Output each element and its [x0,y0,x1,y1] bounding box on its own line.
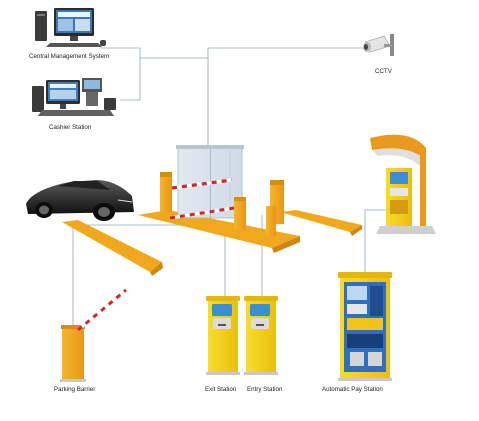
label-exit-station: Exit Station [205,386,237,393]
exit-station-icon [206,296,240,375]
computer-icon [35,8,106,47]
parking-barrier-device [60,288,127,382]
entry-station-icon [244,296,278,375]
island-platforms [62,210,362,276]
label-cashier-station: Cashier Station [49,124,92,131]
connector-line [100,47,209,148]
label-central-management-system: Central Management System [29,53,110,60]
label-entry-station: Entry Station [247,386,283,393]
sports-car-icon [26,180,134,221]
automatic-pay-station-icon [338,272,392,381]
cashier-terminal-icon [32,78,116,116]
label-automatic-pay-station: Automatic Pay Station [322,386,383,393]
connector-line [120,58,141,101]
label-parking-barrier: Parking Barrier [54,386,96,393]
label-cctv: CCTV [375,68,392,75]
boom-barrier-icon [160,172,284,236]
pay-kiosk-canopy-icon [370,134,436,234]
cctv-camera-icon [363,34,394,56]
